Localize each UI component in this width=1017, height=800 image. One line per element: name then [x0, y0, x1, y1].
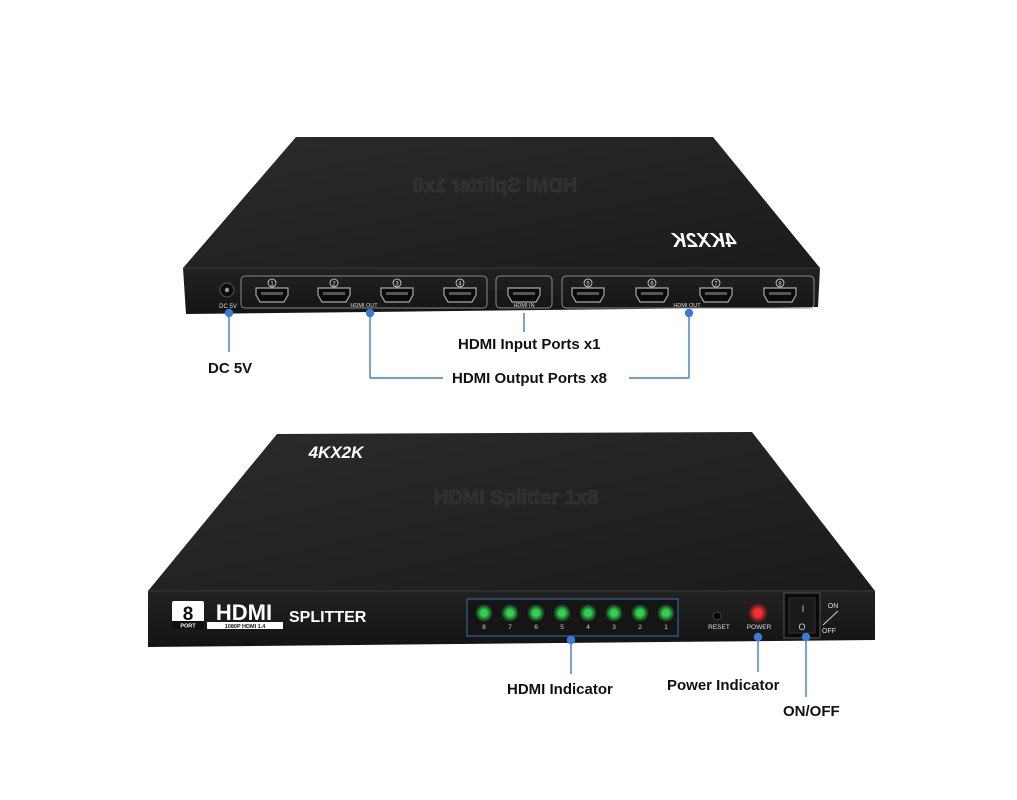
- led-number: 8: [482, 624, 486, 631]
- port-number-7: 7: [714, 282, 718, 288]
- hdmi-out-port-7: [699, 287, 733, 303]
- hdmi-in-group: [495, 275, 553, 309]
- callout-leaders: [224, 308, 811, 697]
- callout-dc-5v: DC 5V: [208, 360, 253, 377]
- port-number-4: 4: [458, 282, 462, 288]
- port-number-5: 5: [586, 282, 590, 288]
- hdmi-indicator-leds: 8 7 6 5 4 3 2 1: [475, 604, 675, 631]
- bottom-unit-brand: 4KX2K: [308, 443, 366, 462]
- hdmi-out-left-label: HDMI OUT: [350, 303, 378, 309]
- dc-port-label: DC 5V: [219, 304, 237, 310]
- svg-text:8: 8: [183, 604, 194, 625]
- port-number-circle: [267, 278, 277, 288]
- port-number-8: 8: [778, 282, 782, 288]
- hdmi-badge-logo: 8 PORT HDMI 1080P HDMI 1.4: [172, 600, 283, 630]
- port-number-circle: [455, 278, 465, 288]
- bottom-unit-embossed-title: HDMI Splitter 1x8: [434, 487, 598, 509]
- power-led-icon: [755, 610, 761, 616]
- bottom-unit-top-face: [148, 432, 875, 591]
- hdmi-led-icon: [559, 610, 565, 616]
- hdmi-out-port-6: [635, 287, 669, 303]
- callout-hdmi-input: HDMI Input Ports x1: [458, 336, 601, 353]
- power-label: POWER: [747, 624, 772, 631]
- port-number-labels: 1 2 3 4 5 6 7 8: [267, 278, 785, 288]
- led-number: 4: [586, 624, 590, 631]
- hdmi-out-port-2: [317, 287, 351, 303]
- hdmi-led-icon: [507, 610, 513, 616]
- port-number-2: 2: [332, 282, 336, 288]
- port-number-1: 1: [270, 282, 274, 288]
- hdmi-led-icon: [611, 610, 617, 616]
- led-number: 2: [638, 624, 642, 631]
- callout-hdmi-indicator: HDMI Indicator: [507, 681, 613, 698]
- switch-off-label: OFF: [822, 628, 836, 635]
- port-number-circle: [392, 278, 402, 288]
- callout-hdmi-output: HDMI Output Ports x8: [452, 370, 608, 387]
- reset-label: RESET: [708, 624, 730, 631]
- switch-on-mark: I: [802, 604, 805, 614]
- svg-text:PORT: PORT: [180, 624, 196, 630]
- top-unit: HDMI Splitter 1x8 4KX2K DC 5V HDMI OUT H…: [183, 137, 820, 314]
- hdmi-in-label: HDMI IN: [513, 303, 534, 309]
- port-number-6: 6: [650, 282, 654, 288]
- hdmi-led-icon: [637, 610, 643, 616]
- bottom-unit: 4KX2K HDMI Splitter 1x8 8 PORT HDMI 1080…: [148, 432, 875, 647]
- svg-text:HDMI: HDMI: [216, 600, 272, 625]
- switch-on-label: ON: [828, 603, 839, 610]
- port-number-circle: [647, 278, 657, 288]
- hdmi-led-icon: [533, 610, 539, 616]
- power-switch[interactable]: I O: [783, 592, 821, 639]
- hdmi-out-port-5: [571, 287, 605, 303]
- led-number: 5: [560, 624, 564, 631]
- switch-off-mark: O: [798, 622, 805, 632]
- hdmi-led-icon: [481, 610, 487, 616]
- reset-pinhole-icon[interactable]: [712, 611, 722, 621]
- hdmi-led-icon: [585, 610, 591, 616]
- callout-power-indicator: Power Indicator: [667, 677, 780, 694]
- hdmi-out-port-3: [380, 287, 414, 303]
- hdmi-in-port: [507, 287, 541, 303]
- port-number-circle: [583, 278, 593, 288]
- top-unit-brand: 4KX2K: [670, 230, 737, 252]
- hdmi-out-port-1: [255, 287, 289, 303]
- hdmi-ports: [255, 287, 797, 303]
- splitter-label: SPLITTER: [289, 609, 367, 626]
- hdmi-out-group-left: [240, 275, 488, 309]
- hdmi-out-port-8: [763, 287, 797, 303]
- hdmi-led-icon: [663, 610, 669, 616]
- port-number-3: 3: [395, 282, 399, 288]
- hdmi-out-right-label: HDMI OUT: [673, 303, 701, 309]
- callout-on-off: ON/OFF: [783, 703, 840, 720]
- port-number-circle: [329, 278, 339, 288]
- hdmi-out-port-4: [443, 287, 477, 303]
- hdmi-out-group-right: [561, 275, 815, 309]
- port-number-circle: [775, 278, 785, 288]
- led-number: 7: [508, 624, 512, 631]
- port-number-circle: [711, 278, 721, 288]
- top-unit-top-face: [183, 137, 820, 268]
- top-unit-embossed-title: HDMI Splitter 1x8: [413, 175, 577, 197]
- led-number: 6: [534, 624, 538, 631]
- led-number: 1: [664, 624, 668, 631]
- svg-text:1080P HDMI 1.4: 1080P HDMI 1.4: [225, 624, 267, 630]
- led-number: 3: [612, 624, 616, 631]
